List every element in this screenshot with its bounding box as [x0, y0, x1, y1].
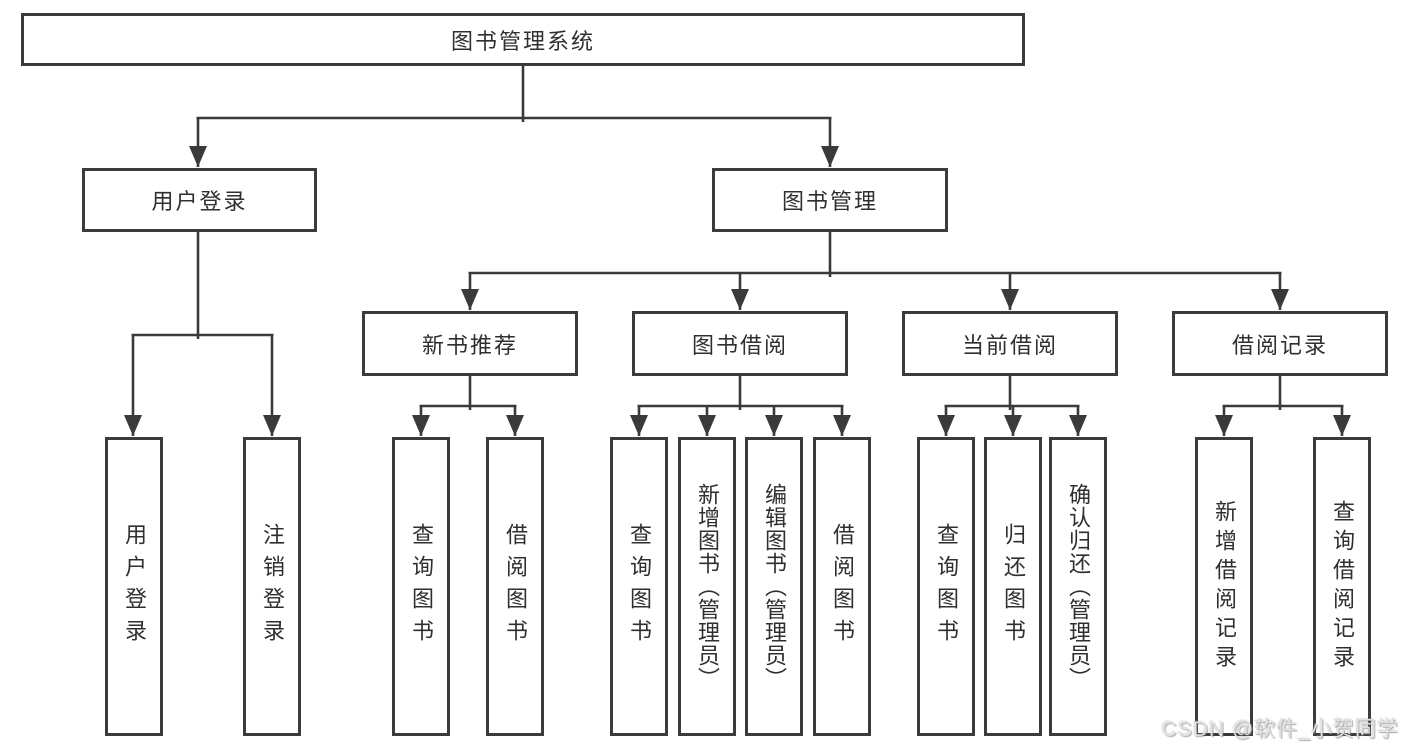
leaf-label: 注销登录 — [260, 522, 285, 651]
leaf-query-books-1: 查询图书 — [392, 437, 450, 736]
node-user-login: 用户登录 — [82, 168, 317, 232]
node-book-management: 图书管理 — [712, 168, 948, 232]
leaf-label: 查询图书 — [409, 522, 434, 651]
leaf-query-books-2: 查询图书 — [610, 437, 668, 736]
leaf-label: 用户登录 — [122, 522, 147, 651]
node-current-borrowing: 当前借阅 — [902, 311, 1118, 376]
leaf-label: 查询图书 — [934, 522, 959, 651]
leaf-label: 编辑图书（管理员） — [762, 483, 787, 690]
leaf-return-books: 归还图书 — [984, 437, 1042, 736]
node-book-borrowing-label: 图书借阅 — [691, 332, 788, 358]
node-user-login-label: 用户登录 — [151, 189, 248, 214]
node-current-borrowing-label: 当前借阅 — [961, 332, 1058, 358]
node-book-borrowing: 图书借阅 — [632, 311, 848, 376]
leaf-borrow-books-1: 借阅图书 — [486, 437, 544, 736]
leaf-logout: 注销登录 — [243, 437, 301, 736]
leaf-label: 查询图书 — [627, 522, 652, 651]
leaf-label: 查询借阅记录 — [1330, 499, 1355, 674]
csdn-watermark: CSDN @软件_小贺同学 — [1161, 718, 1399, 741]
leaf-edit-books-admin: 编辑图书（管理员） — [745, 437, 803, 736]
leaf-borrow-books-2: 借阅图书 — [813, 437, 871, 736]
leaf-user-login: 用户登录 — [105, 437, 163, 736]
leaf-label: 归还图书 — [1001, 522, 1026, 651]
leaf-query-borrow-record: 查询借阅记录 — [1313, 437, 1371, 736]
leaf-confirm-return-admin: 确认归还（管理员） — [1049, 437, 1107, 736]
node-root: 图书管理系统 — [21, 13, 1025, 66]
leaf-label: 新增图书（管理员） — [695, 483, 720, 690]
leaf-add-borrow-record: 新增借阅记录 — [1195, 437, 1253, 736]
leaf-label: 借阅图书 — [830, 522, 855, 651]
node-root-label: 图书管理系统 — [450, 28, 595, 54]
leaf-label: 确认归还（管理员） — [1066, 483, 1091, 690]
node-new-book-recommend: 新书推荐 — [362, 311, 578, 376]
node-new-book-recommend-label: 新书推荐 — [421, 332, 518, 358]
leaf-add-books-admin: 新增图书（管理员） — [678, 437, 736, 736]
node-book-management-label: 图书管理 — [781, 189, 878, 214]
node-borrowing-records: 借阅记录 — [1172, 311, 1388, 376]
leaf-query-books-3: 查询图书 — [917, 437, 975, 736]
node-borrowing-records-label: 借阅记录 — [1231, 332, 1328, 358]
leaf-label: 借阅图书 — [503, 522, 528, 651]
leaf-label: 新增借阅记录 — [1212, 499, 1237, 674]
